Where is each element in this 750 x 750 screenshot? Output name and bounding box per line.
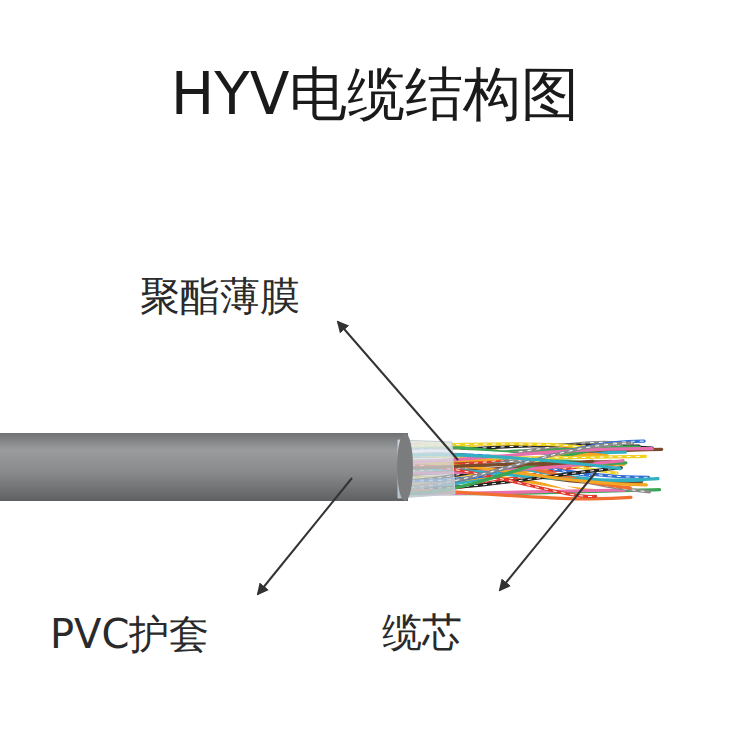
pvc-jacket: [0, 433, 408, 501]
part-label: 缆芯: [382, 610, 462, 654]
part-label: PVC护套: [50, 612, 209, 656]
jacket-cut-end: [397, 433, 413, 501]
leader-line: [500, 472, 596, 590]
part-label: 聚酯薄膜: [140, 274, 300, 318]
leader-line: [258, 478, 352, 594]
leader-line: [338, 322, 458, 460]
diagram-title: HYV电缆结构图: [171, 63, 580, 127]
